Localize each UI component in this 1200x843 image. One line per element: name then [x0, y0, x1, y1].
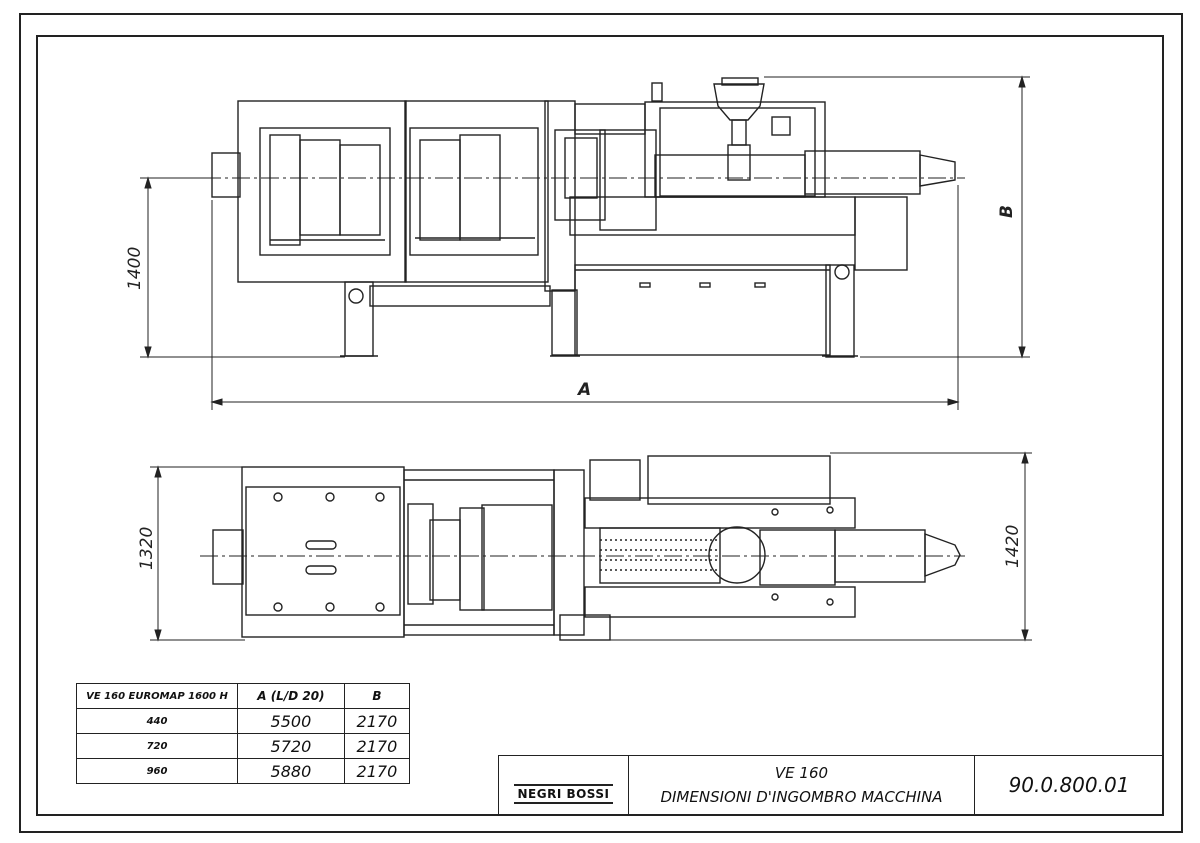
dim-a-label: A [576, 380, 591, 400]
company-logo-text: NEGRI BOSSI [514, 784, 613, 804]
table-cell-a: 5720 [237, 733, 345, 759]
table-cell-a: 5500 [237, 708, 345, 734]
table-header-row: VE 160 EUROMAP 1600 H A (L/D 20) B [76, 683, 411, 709]
table-cell-label: 440 [76, 708, 238, 734]
outer-frame [19, 13, 1183, 833]
title-block: NEGRI BOSSI VE 160 DIMENSIONI D'INGOMBRO… [498, 755, 1164, 815]
dim-1420-label: 1420 [1003, 525, 1023, 568]
dim-b-label: B [997, 205, 1017, 218]
table-row: 440 5500 2170 [76, 708, 411, 734]
dim-1400 [140, 176, 345, 359]
dim-a [210, 185, 960, 410]
table-header-a: A (L/D 20) [237, 683, 345, 709]
model-name: VE 160 [774, 764, 829, 782]
side-view [211, 77, 956, 358]
inner-frame [36, 35, 1164, 816]
dim-1320-label: 1320 [137, 527, 157, 570]
dim-1400-label: 1400 [125, 247, 145, 290]
table-row: 720 5720 2170 [76, 733, 411, 759]
description-text: DIMENSIONI D'INGOMBRO MACCHINA [660, 788, 943, 806]
table-header-b: B [343, 683, 411, 709]
dim-1420 [580, 451, 1032, 642]
dim-1320 [150, 465, 245, 642]
table-cell-b: 2170 [343, 758, 411, 784]
table-cell-b: 2170 [343, 733, 411, 759]
table-cell-label: 720 [76, 733, 238, 759]
company-logo: NEGRI BOSSI [499, 756, 629, 814]
dim-b [764, 75, 1030, 359]
table-cell-b: 2170 [343, 708, 411, 734]
table-cell-label: 960 [76, 758, 238, 784]
dimension-table: VE 160 EUROMAP 1600 H A (L/D 20) B 440 5… [76, 683, 411, 784]
table-header-model: VE 160 EUROMAP 1600 H [76, 683, 238, 709]
table-row: 960 5880 2170 [76, 758, 411, 784]
table-cell-a: 5880 [237, 758, 345, 784]
top-view [212, 455, 961, 641]
drawing-description: VE 160 DIMENSIONI D'INGOMBRO MACCHINA [629, 756, 975, 814]
drawing-number: 90.0.800.01 [1008, 773, 1130, 797]
